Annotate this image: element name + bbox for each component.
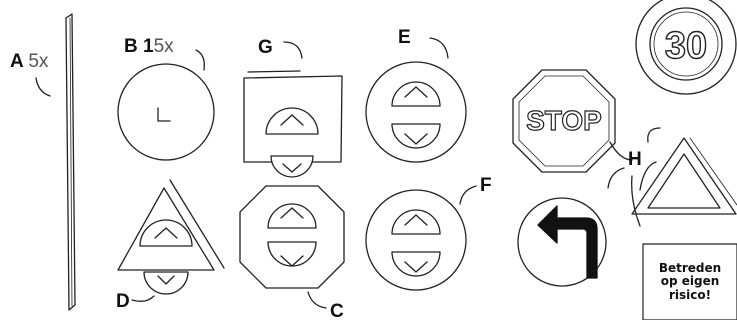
- warning-line-3: risico!: [668, 287, 712, 302]
- label-e: E: [398, 27, 411, 48]
- warning-plate-text: Betreden op eigen risico!: [643, 244, 737, 320]
- part-c-octagon: [239, 185, 345, 289]
- label-a-leader: [35, 77, 51, 97]
- label-b-letter: B: [124, 36, 138, 57]
- part-h-warning-triangle: [631, 137, 737, 215]
- part-e-round-sign: [365, 61, 467, 163]
- label-b: B 15x: [124, 37, 174, 56]
- part-a-pole: [65, 13, 76, 311]
- label-e-leader: [429, 37, 449, 59]
- part-d-triangle: [117, 179, 225, 295]
- label-d-leader: [131, 295, 155, 302]
- label-b-qty-prefix: 1: [143, 36, 154, 57]
- label-d: D: [116, 291, 130, 312]
- part-h-stop-sign: [512, 69, 616, 173]
- label-a-letter: A: [10, 51, 24, 72]
- label-f-leader: [459, 185, 477, 205]
- stop-sign-text: STOP: [526, 105, 602, 136]
- part-b-bracket-disc: [117, 63, 215, 161]
- label-g: G: [258, 37, 273, 58]
- label-f: F: [480, 175, 492, 196]
- part-g-rect-sign: [243, 70, 343, 178]
- part-h-turn-left-sign: [517, 197, 607, 287]
- label-a-qty: 5x: [28, 51, 49, 72]
- label-c-leader: [307, 291, 327, 309]
- part-h-speed-limit-sign: [635, 0, 737, 95]
- label-c: C: [330, 301, 344, 322]
- warning-line-1: Betreden: [658, 260, 722, 275]
- warning-line-2: op eigen: [660, 274, 720, 289]
- label-a: A 5x: [10, 52, 48, 71]
- speed-limit-text: 30: [665, 25, 707, 67]
- label-b-qty-suffix: 5x: [153, 36, 174, 57]
- label-b-leader: [195, 49, 205, 71]
- part-f-round-sign: [365, 189, 467, 291]
- label-g-leader: [283, 41, 303, 59]
- label-h: H: [628, 149, 642, 170]
- part-h-text-plate: [642, 243, 737, 320]
- label-h-leaders: [607, 127, 661, 227]
